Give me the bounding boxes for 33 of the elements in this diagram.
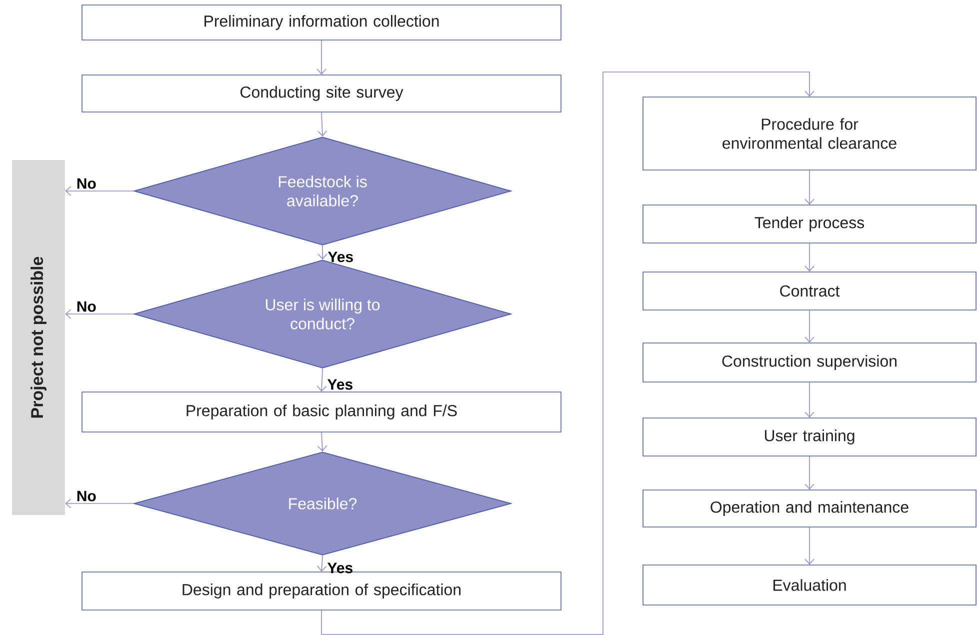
- process-box: Preparation of basic planning and F/S: [82, 392, 562, 432]
- arrow: [65, 309, 134, 319]
- arrow: [318, 245, 328, 260]
- arrow: [804, 243, 814, 272]
- arrow: [321, 72, 814, 635]
- arrow: [804, 310, 814, 343]
- edge-label: No: [77, 490, 96, 502]
- arrow: [317, 112, 328, 136]
- edge-label: Yes: [327, 379, 352, 390]
- arrow: [65, 498, 134, 508]
- result-band: Project not possible: [12, 160, 65, 515]
- arrow: [804, 382, 814, 418]
- process-box: Construction supervision: [642, 342, 976, 382]
- process-box: Evaluation: [642, 564, 976, 606]
- edge-label: No: [77, 178, 96, 189]
- arrow: [804, 170, 814, 205]
- arrow: [316, 368, 327, 392]
- process-box: Preliminary information collection: [82, 4, 562, 40]
- process-box: Tender process: [642, 204, 976, 244]
- arrow: [804, 456, 814, 490]
- process-box: Conducting site survey: [82, 74, 562, 112]
- arrow: [316, 555, 327, 572]
- edge-label: Yes: [327, 562, 352, 574]
- process-box: Operation and maintenance: [642, 490, 976, 528]
- arrow: [65, 186, 134, 196]
- process-box: User training: [642, 418, 976, 456]
- edge-label: Yes: [328, 252, 353, 262]
- process-box: Contract: [642, 272, 976, 310]
- process-box: Procedure for environmental clearance: [642, 96, 976, 170]
- arrow: [316, 40, 326, 75]
- arrow: [317, 432, 328, 452]
- edge-label: No: [77, 301, 96, 312]
- arrow: [804, 527, 814, 565]
